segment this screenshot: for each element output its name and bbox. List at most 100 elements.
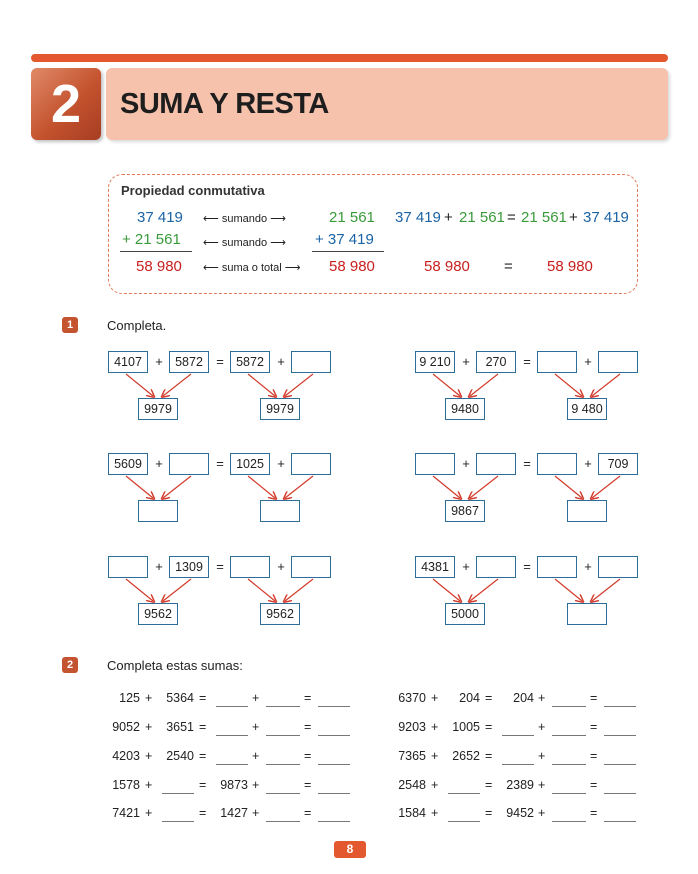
group-6-box-4[interactable] bbox=[598, 556, 638, 578]
ex2-right-row-4-d-blank[interactable] bbox=[604, 793, 636, 794]
ex2-left-row-3-d-blank[interactable] bbox=[318, 764, 350, 765]
ex2-left-row-5-a: 7421 bbox=[112, 806, 140, 820]
group-4-box-1[interactable] bbox=[415, 453, 455, 475]
ex2-right-row-1-eq-1: = bbox=[485, 691, 493, 705]
group-5-sum-1: 9562 bbox=[138, 603, 178, 625]
group-5-plus-1: + bbox=[155, 559, 163, 574]
group-6-sum-2[interactable] bbox=[567, 603, 607, 625]
exercise-1-instruction: Completa. bbox=[107, 318, 167, 333]
group-2-box-4[interactable] bbox=[598, 351, 638, 373]
ex2-right-row-3-d-blank[interactable] bbox=[604, 764, 636, 765]
group-4-box-4: 709 bbox=[598, 453, 638, 475]
group-5-box-2: 1309 bbox=[169, 556, 209, 578]
group-3-box-2[interactable] bbox=[169, 453, 209, 475]
ex2-left-row-3-c-blank[interactable] bbox=[216, 764, 248, 765]
ex2-right-row-3-c-blank[interactable] bbox=[502, 764, 534, 765]
ex2-left-row-2-e-blank[interactable] bbox=[266, 735, 300, 736]
group-3-box-4[interactable] bbox=[291, 453, 331, 475]
ex2-left-row-4-d-blank[interactable] bbox=[318, 793, 350, 794]
unit-number-badge: 2 bbox=[31, 68, 101, 140]
group-5-box-3[interactable] bbox=[230, 556, 270, 578]
label-sumando-2: sumando bbox=[221, 237, 268, 249]
label-sumando-1: sumando bbox=[221, 213, 268, 225]
ex2-right-row-1-d-blank[interactable] bbox=[604, 706, 636, 707]
ex2-right-row-2-eq-1: = bbox=[485, 720, 493, 734]
unit-title-banner bbox=[106, 68, 668, 140]
ex2-left-row-5-e-blank[interactable] bbox=[266, 821, 300, 822]
ex2-right-row-2-b: 1005 bbox=[452, 720, 480, 734]
ex2-right-row-3-e-blank[interactable] bbox=[552, 764, 586, 765]
ex2-right-row-4-b-blank[interactable] bbox=[448, 793, 480, 794]
eq-term-a: 37 419 bbox=[395, 209, 441, 226]
ex2-left-row-1-e-blank[interactable] bbox=[266, 706, 300, 707]
group-5-arrow-2 bbox=[163, 578, 192, 601]
ex2-right-row-4-eq-2: = bbox=[590, 778, 598, 792]
ex2-right-row-1-e-blank[interactable] bbox=[552, 706, 586, 707]
group-3-equals: = bbox=[216, 456, 224, 471]
group-4-arrow-2 bbox=[470, 475, 499, 498]
ex2-right-row-5-b-blank[interactable] bbox=[448, 821, 480, 822]
ex2-left-row-4-e-blank[interactable] bbox=[266, 793, 300, 794]
group-2-plus-1: + bbox=[462, 354, 470, 369]
ex2-left-row-4-c: 9873 bbox=[220, 778, 248, 792]
group-2-plus-2: + bbox=[584, 354, 592, 369]
ex2-right-row-5-d-blank[interactable] bbox=[604, 821, 636, 822]
ex2-left-row-3-e-blank[interactable] bbox=[266, 764, 300, 765]
ex2-right-row-4-eq-1: = bbox=[485, 778, 493, 792]
group-3-sum-2[interactable] bbox=[260, 500, 300, 522]
group-6-plus-2: + bbox=[584, 559, 592, 574]
group-4-sum-2[interactable] bbox=[567, 500, 607, 522]
ex2-right-row-4-e-blank[interactable] bbox=[552, 793, 586, 794]
eq-total-left: 58 980 bbox=[424, 258, 470, 275]
ex2-left-row-5-eq-2: = bbox=[304, 806, 312, 820]
ex2-left-row-4-plus-2: + bbox=[252, 778, 260, 792]
ex2-left-row-4-a: 1578 bbox=[112, 778, 140, 792]
ex2-left-row-2-c-blank[interactable] bbox=[216, 735, 248, 736]
group-6-box-2[interactable] bbox=[476, 556, 516, 578]
ex2-left-row-5-b-blank[interactable] bbox=[162, 821, 194, 822]
group-3-plus-2: + bbox=[277, 456, 285, 471]
ex2-right-row-4-plus-2: + bbox=[538, 778, 546, 792]
group-4-box-2[interactable] bbox=[476, 453, 516, 475]
ex2-left-row-3-a: 4203 bbox=[112, 749, 140, 763]
group-6-box-3[interactable] bbox=[537, 556, 577, 578]
ex2-right-row-2-d-blank[interactable] bbox=[604, 735, 636, 736]
ex2-left-row-1-d-blank[interactable] bbox=[318, 706, 350, 707]
group-4-box-3[interactable] bbox=[537, 453, 577, 475]
ex2-right-row-2-e-blank[interactable] bbox=[552, 735, 586, 736]
col1-sum-line bbox=[120, 251, 192, 252]
ex2-right-row-3-b: 2652 bbox=[452, 749, 480, 763]
ex2-left-row-5-d-blank[interactable] bbox=[318, 821, 350, 822]
ex2-left-row-2-d-blank[interactable] bbox=[318, 735, 350, 736]
group-4-plus-2: + bbox=[584, 456, 592, 471]
ex2-right-row-1-plus-1: + bbox=[431, 691, 439, 705]
group-5-box-4[interactable] bbox=[291, 556, 331, 578]
ex2-left-row-2-eq-2: = bbox=[304, 720, 312, 734]
group-6-sum-1: 5000 bbox=[445, 603, 485, 625]
group-1-arrow-3 bbox=[247, 373, 275, 396]
ex2-left-row-1-c-blank[interactable] bbox=[216, 706, 248, 707]
ex2-right-row-2-c-blank[interactable] bbox=[502, 735, 534, 736]
ex2-left-row-3-plus-1: + bbox=[145, 749, 153, 763]
group-6-plus-1: + bbox=[462, 559, 470, 574]
ex2-right-row-5-eq-2: = bbox=[590, 806, 598, 820]
ex2-right-row-1-eq-2: = bbox=[590, 691, 598, 705]
group-5-box-1[interactable] bbox=[108, 556, 148, 578]
exercise-1-badge: 1 bbox=[62, 317, 78, 333]
ex2-left-row-5-plus-2: + bbox=[252, 806, 260, 820]
group-6-arrow-1 bbox=[432, 578, 460, 601]
group-1-box-4[interactable] bbox=[291, 351, 331, 373]
col2-addend-a: 21 561 bbox=[329, 209, 375, 226]
ex2-right-row-5-e-blank[interactable] bbox=[552, 821, 586, 822]
ex2-right-row-3-plus-1: + bbox=[431, 749, 439, 763]
unit-title: SUMA Y RESTA bbox=[120, 88, 329, 120]
group-4-equals: = bbox=[523, 456, 531, 471]
ex2-left-row-4-b-blank[interactable] bbox=[162, 793, 194, 794]
group-2-box-3[interactable] bbox=[537, 351, 577, 373]
group-3-sum-1[interactable] bbox=[138, 500, 178, 522]
ex2-left-row-3-plus-2: + bbox=[252, 749, 260, 763]
ex2-left-row-5-c: 1427 bbox=[220, 806, 248, 820]
ex2-right-row-5-eq-1: = bbox=[485, 806, 493, 820]
page-number: 8 bbox=[334, 841, 366, 858]
